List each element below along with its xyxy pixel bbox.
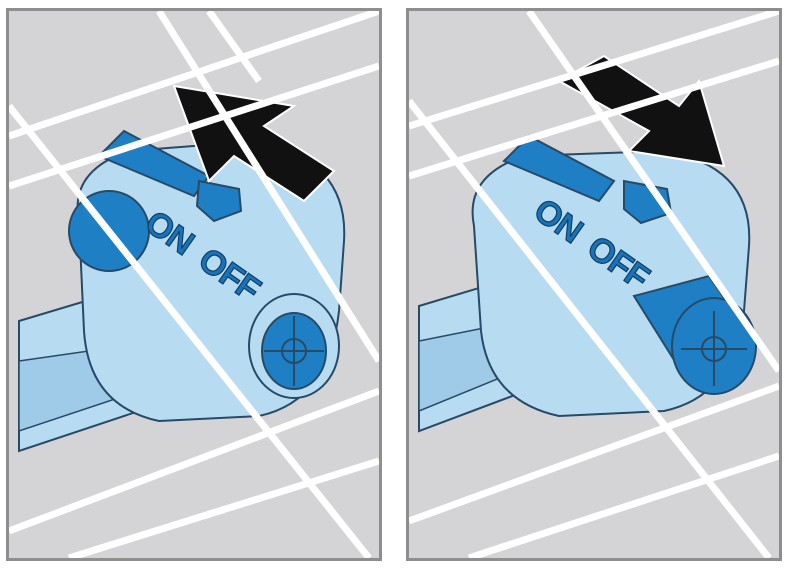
panel-valve-off: ON OFF [406, 8, 782, 561]
valve-illustration-off: ON OFF [409, 11, 779, 558]
valve-illustration-on: ON OFF [9, 11, 379, 558]
outlet-nozzle [249, 294, 339, 398]
panel-valve-on: ON OFF [6, 8, 382, 561]
